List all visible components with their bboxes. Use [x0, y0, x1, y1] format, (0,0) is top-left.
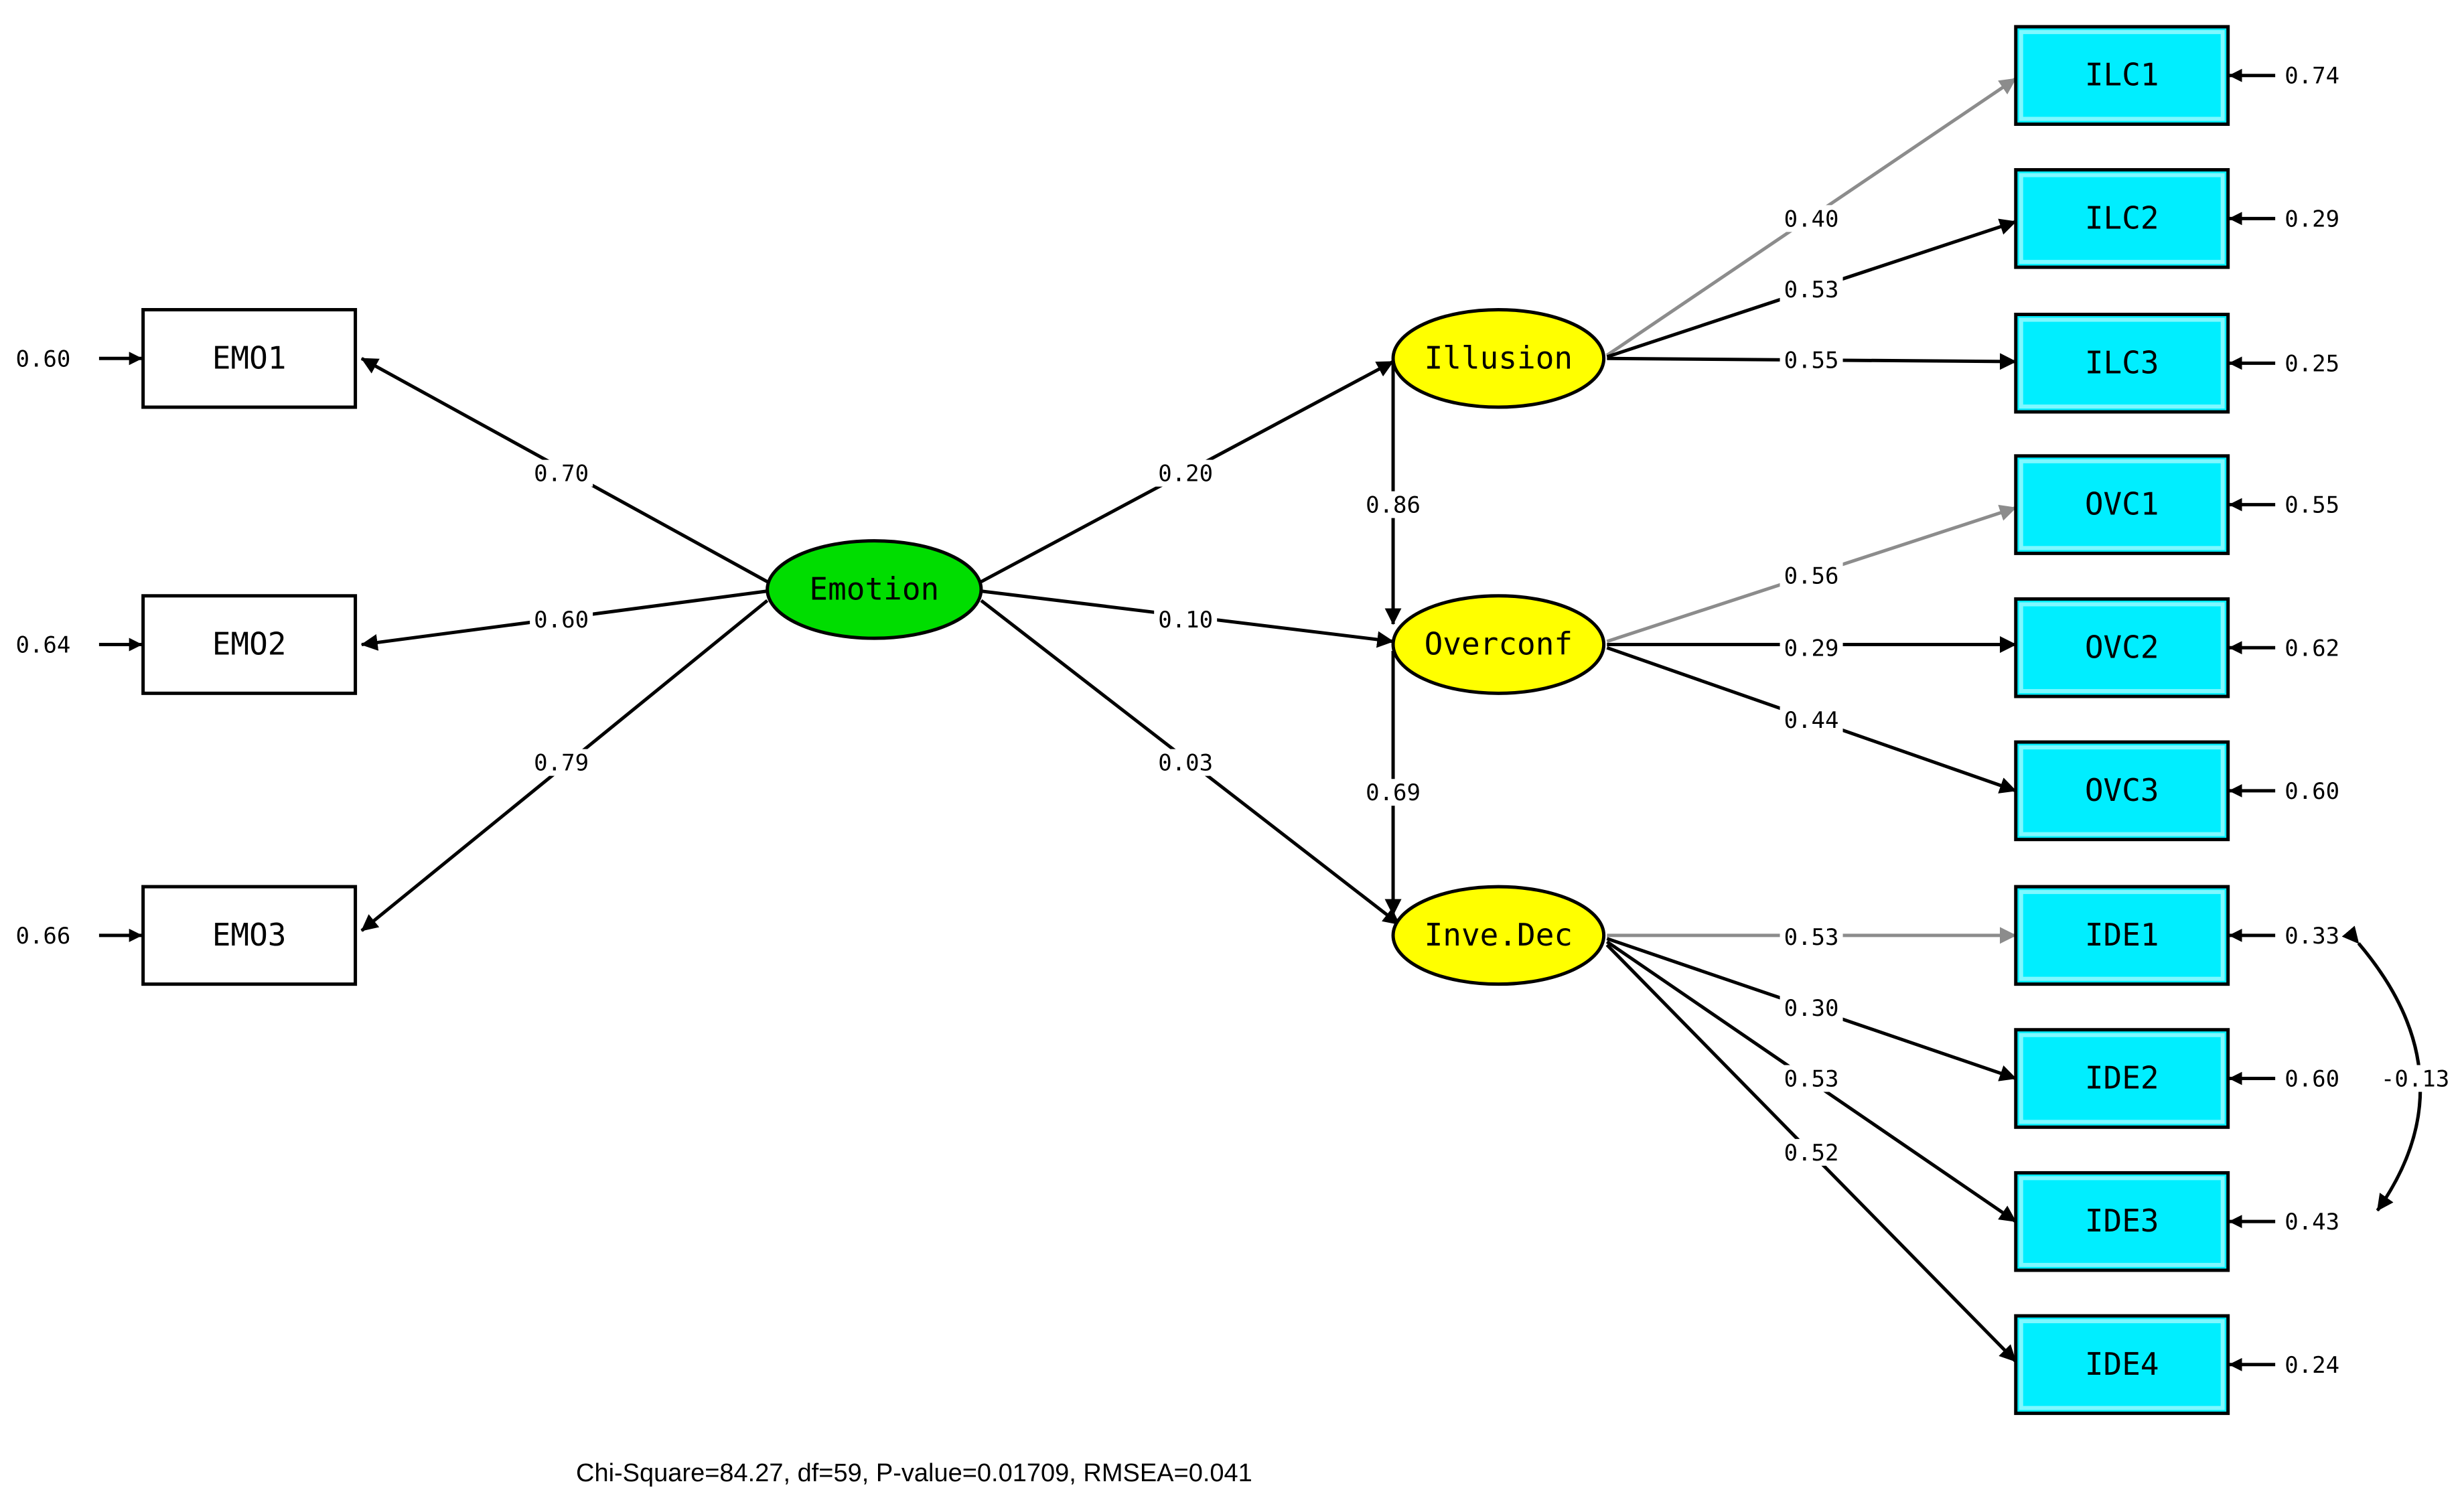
path-coefficient-invedec-to-ide3: 0.53	[1784, 1066, 1839, 1093]
indicator-label-ide4: IDE4	[2085, 1346, 2159, 1382]
indicator-box-highlight	[2019, 1176, 2225, 1267]
path-coefficient-illusion-to-ilc3: 0.55	[1784, 348, 1839, 374]
indicator-box-highlight	[2019, 890, 2225, 981]
indicator-box-highlight	[2019, 317, 2225, 409]
indicator-box-ide2	[2014, 1028, 2230, 1129]
path-coefficient-illusion-to-overconf: 0.86	[1366, 492, 1421, 519]
path-label-background	[1780, 923, 1843, 951]
path-coefficient-emotion-to-emo2: 0.60	[534, 607, 589, 633]
indicator-label-ovc1: OVC1	[2085, 486, 2159, 522]
error-variance-ilc1: 0.74	[2285, 63, 2339, 90]
error-variance-ilc3: 0.25	[2285, 350, 2339, 377]
indicator-box-ide1	[2014, 885, 2230, 986]
indicator-box-emo3	[141, 885, 358, 986]
indicator-label-ide1: IDE1	[2085, 917, 2159, 953]
path-label-background	[1154, 459, 1218, 487]
indicator-label-ide3: IDE3	[2085, 1203, 2159, 1239]
error-variance-ide4: 0.24	[2285, 1352, 2339, 1379]
indicator-box-highlight	[2019, 1319, 2225, 1410]
indicator-box-highlight	[2019, 173, 2225, 265]
error-variance-ide2: 0.60	[2285, 1066, 2339, 1093]
path-label-background	[1362, 491, 1425, 518]
path-label-background	[1780, 706, 1843, 734]
indicator-box-emo1	[141, 307, 358, 409]
covariance-coefficient: -0.13	[2381, 1066, 2449, 1093]
latent-label-invedec: Inve.Dec	[1425, 917, 1573, 953]
indicator-box-ide3	[2014, 1171, 2230, 1272]
latent-ellipse-illusion	[1391, 307, 1606, 409]
indicator-box-highlight	[2019, 602, 2225, 694]
path-coefficient-overconf-to-ovc1: 0.56	[1784, 562, 1839, 589]
path-label-background	[1362, 779, 1425, 806]
latent-label-overconf: Overconf	[1425, 626, 1573, 662]
error-variance-emo2: 0.64	[15, 632, 70, 659]
path-coefficient-emotion-to-emo3: 0.79	[534, 750, 589, 777]
indicator-box-highlight	[2019, 1033, 2225, 1124]
error-variance-ovc3: 0.60	[2285, 778, 2339, 805]
path-label-background	[1780, 562, 1843, 589]
error-variance-ide3: 0.43	[2285, 1209, 2339, 1235]
latent-label-emotion: Emotion	[809, 571, 939, 607]
path-coefficient-overconf-to-invedec: 0.69	[1366, 779, 1421, 806]
indicator-label-emo3: EMO3	[212, 917, 287, 953]
error-variance-emo1: 0.60	[15, 346, 70, 372]
path-coefficient-emotion-to-invedec: 0.03	[1158, 750, 1213, 777]
path-label-background	[530, 605, 593, 633]
path-coefficient-illusion-to-ilc1: 0.40	[1784, 206, 1839, 232]
path-label-background	[1154, 749, 1218, 776]
path-label-background	[1780, 275, 1843, 303]
path-coefficient-overconf-to-ovc2: 0.29	[1784, 635, 1839, 662]
indicator-label-ilc3: ILC3	[2085, 344, 2159, 380]
indicator-box-highlight	[2019, 29, 2225, 121]
path-coefficient-invedec-to-ide1: 0.53	[1784, 924, 1839, 951]
path-label-background	[530, 749, 593, 776]
indicator-box-ilc1	[2014, 25, 2230, 126]
indicator-label-ilc1: ILC1	[2085, 57, 2159, 93]
path-label-background	[1780, 1138, 1843, 1166]
path-label-background	[1154, 605, 1218, 633]
path-coefficient-illusion-to-ilc2: 0.53	[1784, 277, 1839, 303]
path-coefficient-emotion-to-illusion: 0.20	[1158, 461, 1213, 487]
error-variance-ovc2: 0.62	[2285, 635, 2339, 662]
indicator-label-ovc3: OVC3	[2085, 772, 2159, 808]
indicator-box-ilc3	[2014, 313, 2230, 414]
error-variance-ilc2: 0.29	[2285, 206, 2339, 232]
indicator-box-ovc3	[2014, 740, 2230, 842]
path-label-background	[1780, 634, 1843, 662]
indicator-box-ovc2	[2014, 597, 2230, 698]
path-coefficient-invedec-to-ide4: 0.52	[1784, 1140, 1839, 1167]
indicator-label-emo1: EMO1	[212, 340, 287, 376]
path-coefficient-invedec-to-ide2: 0.30	[1784, 995, 1839, 1022]
path-label-background	[1780, 1065, 1843, 1092]
indicator-box-ilc2	[2014, 168, 2230, 269]
path-coefficient-overconf-to-ovc3: 0.44	[1784, 707, 1839, 734]
covariance-label-background	[2377, 1065, 2453, 1092]
indicator-label-ide2: IDE2	[2085, 1060, 2159, 1096]
path-coefficient-emotion-to-emo1: 0.70	[534, 461, 589, 487]
indicator-box-ide4	[2014, 1314, 2230, 1416]
indicator-box-emo2	[141, 594, 358, 695]
path-label-background	[1780, 205, 1843, 232]
fit-statistics: Chi-Square=84.27, df=59, P-value=0.01709…	[576, 1459, 1252, 1487]
error-variance-emo3: 0.66	[15, 923, 70, 950]
indicator-box-highlight	[2019, 459, 2225, 550]
indicator-label-ovc2: OVC2	[2085, 629, 2159, 665]
path-label-background	[530, 459, 593, 487]
indicator-label-emo2: EMO2	[212, 626, 287, 662]
latent-ellipse-emotion	[766, 539, 983, 640]
latent-label-illusion: Illusion	[1425, 340, 1573, 376]
path-coefficient-emotion-to-overconf: 0.10	[1158, 607, 1213, 633]
error-variance-ovc1: 0.55	[2285, 492, 2339, 519]
indicator-label-ilc2: ILC2	[2085, 200, 2159, 236]
indicator-box-ovc1	[2014, 454, 2230, 555]
error-variance-ide1: 0.33	[2285, 923, 2339, 950]
path-label-background	[1780, 994, 1843, 1021]
latent-ellipse-invedec	[1391, 885, 1606, 986]
path-label-background	[1780, 346, 1843, 374]
indicator-box-highlight	[2019, 745, 2225, 836]
latent-ellipse-overconf	[1391, 594, 1606, 695]
